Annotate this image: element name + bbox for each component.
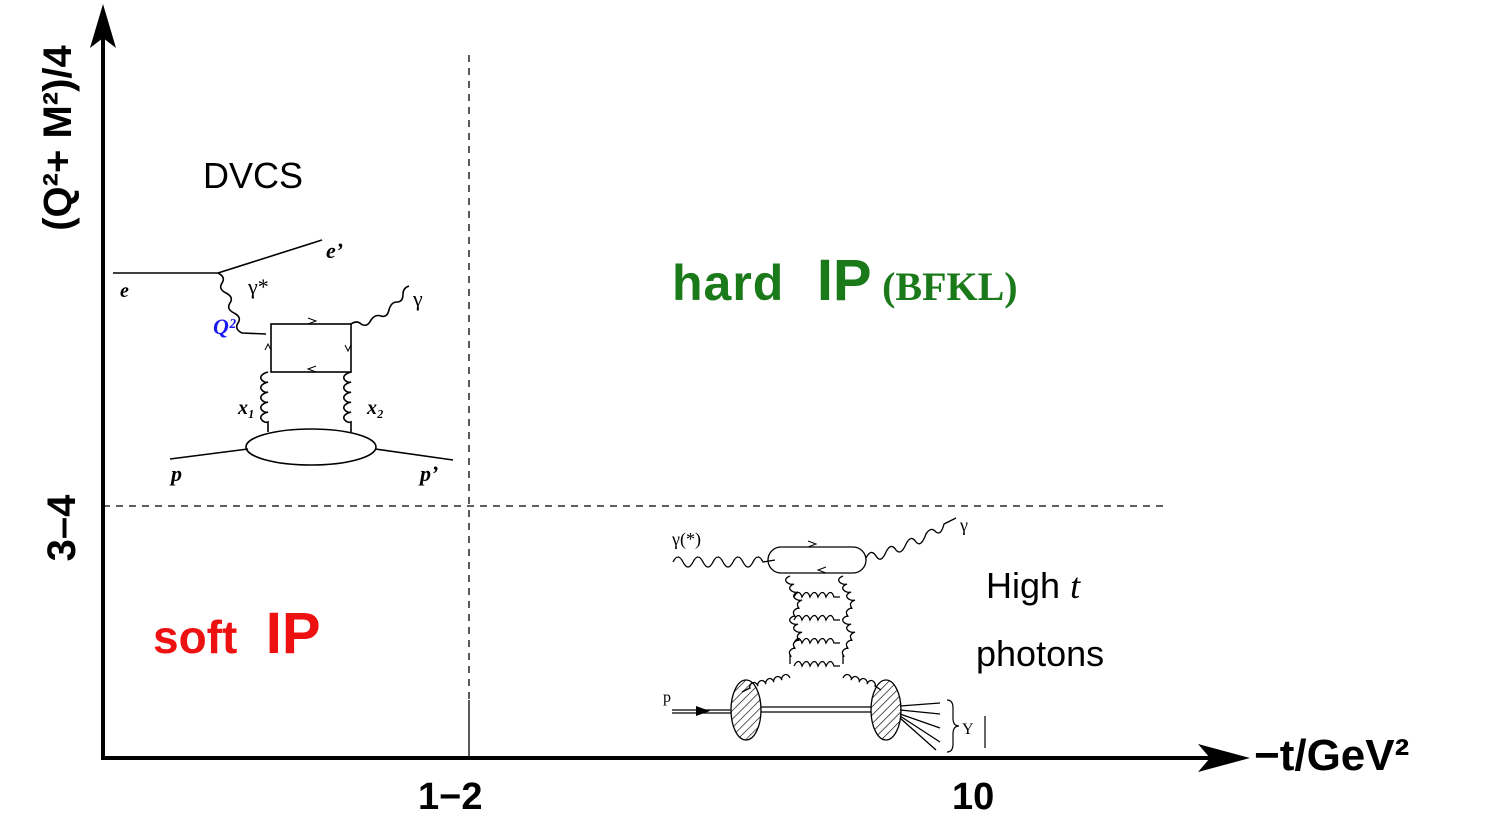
x-axis-label: −t/GeV²	[1254, 731, 1410, 780]
hard-pomeron-label: hard IP (BFKL)	[672, 252, 1018, 310]
y-axis-label: (Q²+ M²)/4	[36, 45, 80, 231]
gluon-right	[343, 371, 352, 432]
proton-blob	[245, 428, 377, 466]
ladder-rung-2	[793, 614, 840, 622]
hight-gamma-out: γ	[960, 515, 968, 535]
soft-pomeron-label: soft IP	[153, 605, 321, 663]
dvcs-x2: x₂	[367, 397, 384, 419]
gluon-to-left-blob	[741, 673, 791, 693]
x-axis-tick-2: 10	[952, 776, 995, 818]
dvcs-p-in: p	[171, 461, 182, 486]
photons-label: photons	[976, 633, 1105, 674]
hight-proton: p	[663, 689, 671, 706]
dvcs-gamma-star: γ*	[248, 274, 269, 299]
proton-blob-right	[870, 679, 902, 741]
incoming-photon-line	[672, 556, 776, 568]
gluon-left	[260, 371, 269, 432]
dvcs-label: DVCS	[203, 155, 304, 196]
outgoing-photon-line	[865, 517, 957, 560]
soft-word: soft	[153, 611, 238, 663]
axes	[90, 4, 1250, 772]
y-axis-tick-label: 3–4	[40, 494, 84, 562]
ladder-rung-1	[793, 591, 840, 599]
hard-word: hard	[672, 255, 785, 311]
x-axis-arrow	[1198, 744, 1250, 772]
high-t-feynman-diagram	[672, 517, 986, 753]
virtual-photon-line	[217, 272, 267, 335]
dvcs-e-in: e	[120, 280, 129, 302]
soft-pomeron-symbol: IP	[265, 601, 321, 666]
dvcs-e-out: e’	[326, 238, 344, 263]
ladder-rung-3	[793, 637, 840, 645]
gluon-to-right-blob	[842, 673, 882, 691]
hight-y: Y	[962, 721, 974, 738]
dvcs-q2: Q²	[213, 314, 236, 339]
ladder-gluon-left	[785, 575, 803, 664]
bfkl-label: (BFKL)	[882, 264, 1018, 309]
hard-pomeron-symbol: IP	[816, 248, 872, 313]
proton-blob-left	[730, 679, 762, 741]
dvcs-feynman-diagram	[113, 239, 454, 466]
quark-loop	[767, 546, 867, 574]
ladder-gluon-right	[838, 575, 856, 664]
y-brace	[946, 699, 960, 753]
dvcs-gamma: γ	[413, 286, 423, 311]
ladder-rung-4	[793, 660, 840, 668]
real-photon-line	[350, 285, 410, 327]
high-t-label: High t	[986, 565, 1081, 606]
dvcs-p-out: p’	[420, 461, 439, 486]
y-axis-arrow	[90, 4, 116, 48]
hight-gamma-in: γ(*)	[672, 529, 701, 549]
x-axis-tick-1: 1−2	[418, 776, 483, 818]
dvcs-x1: x₁	[238, 397, 255, 419]
